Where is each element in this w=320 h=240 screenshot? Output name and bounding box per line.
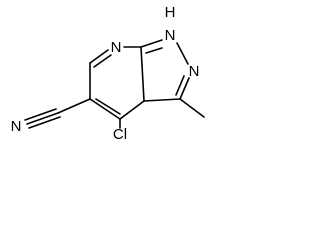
bond-c5-nitrile-c (57, 98, 91, 114)
atom-n-pyrazole: N (189, 63, 200, 80)
bond-n1-n2 (176, 42, 189, 65)
chemical-structure: N H N N Cl N (11, 4, 205, 142)
bond-n7-c6 (89, 49, 109, 64)
bond-nitrile-triple-1 (26, 112, 59, 125)
bond-nitrile-triple-2 (24, 108, 57, 121)
bond-n2-c3 (179, 77, 190, 100)
bond-c5-c4 (89, 98, 121, 120)
atom-n-nitrile: N (11, 118, 22, 135)
bond-nitrile-triple-3 (28, 116, 61, 129)
bond-c7a-n1 (140, 39, 163, 48)
bond-c7a-n1-double (145, 47, 163, 54)
atom-h-nh: H (165, 4, 176, 21)
atom-nh: N (165, 27, 176, 44)
atom-cl: Cl (113, 126, 127, 142)
bond-n7-c6-double (93, 54, 112, 68)
bond-n2-c3-double (175, 75, 185, 96)
bond-c3a-c7a (140, 46, 145, 102)
bond-c4-c3a (119, 100, 145, 120)
atom-n-pyridine: N (111, 39, 122, 56)
bond-c5-c4-double (95, 98, 121, 115)
bond-c3-methyl (179, 98, 205, 118)
bond-c3-c3a (143, 98, 181, 102)
